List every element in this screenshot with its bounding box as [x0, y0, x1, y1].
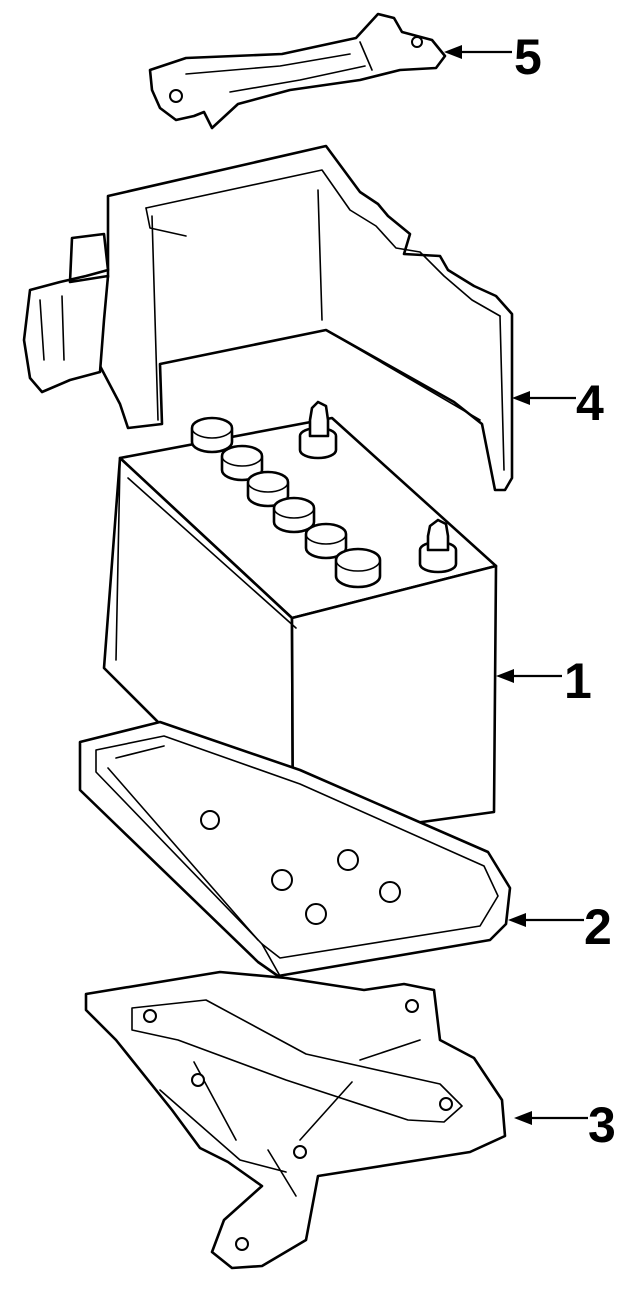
callout-5: 5 — [444, 29, 542, 85]
hold-down-bracket — [148, 12, 447, 130]
battery-carrier — [84, 970, 507, 1270]
callout-2: 2 — [508, 899, 612, 955]
callout-label-2: 2 — [584, 899, 612, 955]
callout-label-5: 5 — [514, 29, 542, 85]
callout-label-1: 1 — [564, 653, 592, 709]
battery — [102, 400, 498, 842]
battery-cover — [22, 144, 514, 492]
callout-3: 3 — [514, 1097, 616, 1153]
callout-1: 1 — [496, 653, 592, 709]
battery-tray — [78, 720, 512, 978]
battery-terminals — [298, 400, 458, 574]
callout-label-3: 3 — [588, 1097, 616, 1153]
callout-4: 4 — [512, 375, 604, 431]
callout-label-4: 4 — [576, 375, 604, 431]
vent-caps — [190, 416, 382, 589]
